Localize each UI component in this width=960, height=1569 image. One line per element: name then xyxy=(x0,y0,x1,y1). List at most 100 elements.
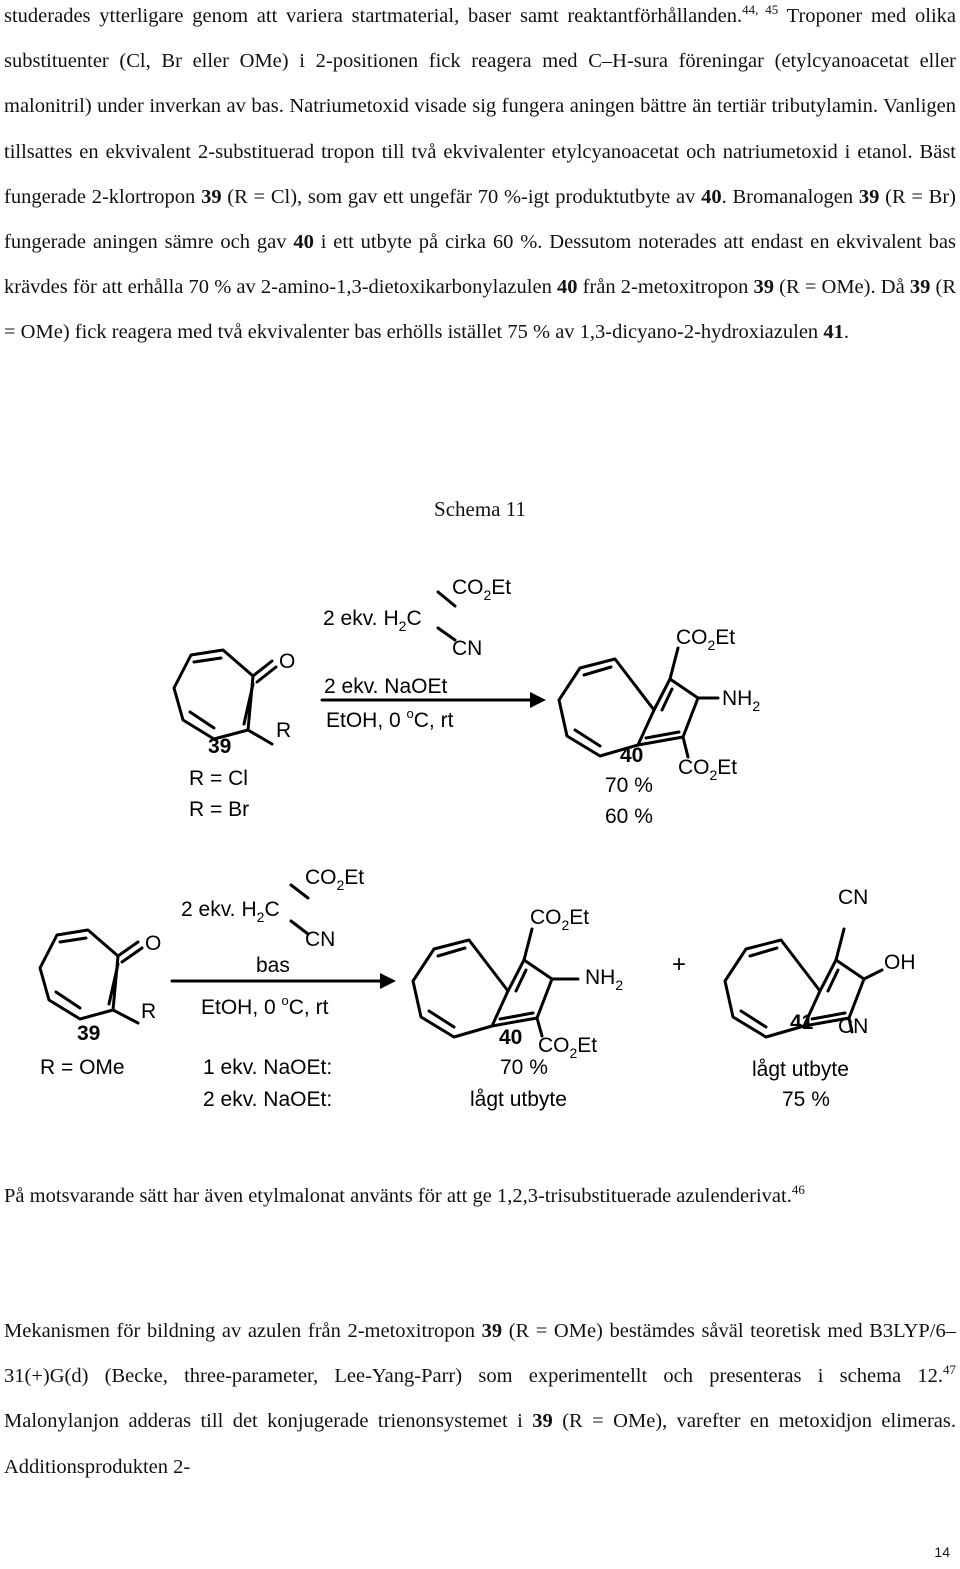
text-run: studerades ytterligare genom att variera… xyxy=(4,5,743,27)
text-run: H xyxy=(241,898,256,921)
paragraph-bottom: Mekanismen för bildning av azulen från 2… xyxy=(4,1309,956,1490)
page-number: 14 xyxy=(934,1544,950,1560)
text-run: i ett utbyte på cirka 60 %. Dessutom not… xyxy=(4,231,956,299)
scheme-reaction-1: O R 39 R = Cl R = Br CO2Et 2 ekv.H2C CN … xyxy=(172,576,760,828)
svg-text:CO2Et: CO2Et xyxy=(452,576,511,603)
text-run: Et xyxy=(569,906,589,929)
text-run: 2 ekv. xyxy=(181,898,235,921)
svg-text:EtOH, 0 oC, rt: EtOH, 0 oC, rt xyxy=(326,706,454,732)
cn-label: CN xyxy=(838,886,868,909)
compound-number: 39 xyxy=(481,1320,503,1342)
text-run: från 2-metoxitropon xyxy=(577,276,754,299)
r-equals-br: R = Br xyxy=(189,798,249,821)
text-run: Et xyxy=(717,756,737,779)
reaction-arrow-head xyxy=(530,692,546,708)
compound-number: 39 xyxy=(532,1410,553,1433)
svg-text:CO2Et: CO2Et xyxy=(676,626,735,653)
text-run: Troponer med olika substituenter (Cl, Br… xyxy=(4,5,956,208)
subscript: 2 xyxy=(752,698,760,714)
equivalents-label: 1 ekv. NaOEt: xyxy=(203,1056,332,1079)
yield-label: 70 % xyxy=(500,1056,548,1079)
oxygen-label: O xyxy=(279,650,295,673)
base-label: bas xyxy=(256,954,290,977)
subscript: 2 xyxy=(337,877,345,893)
text-run: EtOH, 0 xyxy=(326,709,407,732)
text-run: Et xyxy=(491,576,511,599)
text-run: 2 ekv. xyxy=(323,607,377,630)
text-run: Malonylanjon adderas till det konjugerad… xyxy=(4,1410,533,1433)
compound-number: 39 xyxy=(858,185,880,208)
text-run: (R = OMe), varefter en metoxidjon elimer… xyxy=(4,1410,956,1478)
r-equals-ome: R = OMe xyxy=(40,1056,125,1079)
compound-39-label: 39 xyxy=(77,1022,100,1045)
yield-label: 70 % xyxy=(605,774,653,797)
oh-label: OH xyxy=(884,951,916,974)
superscript: o xyxy=(407,706,414,721)
text-run: NH xyxy=(585,966,615,989)
azulene-seven-ring xyxy=(557,657,656,758)
tropone-ring xyxy=(172,648,255,741)
scheme-caption: Schema 11 xyxy=(434,497,526,521)
yield-label: 75 % xyxy=(782,1088,830,1111)
text-run: . xyxy=(843,321,849,344)
compound-40-label: 40 xyxy=(499,1026,522,1049)
reference-superscript: 44, 45 xyxy=(742,2,779,18)
compound-number: 41 xyxy=(823,321,844,344)
compound-number: 40 xyxy=(556,276,578,299)
azulene-seven-ring xyxy=(411,938,510,1039)
compound-40-label: 40 xyxy=(620,744,643,767)
superscript: o xyxy=(282,993,289,1008)
svg-text:NH2: NH2 xyxy=(585,966,623,993)
compound-number: 40 xyxy=(293,231,314,254)
svg-text:CO2Et: CO2Et xyxy=(678,756,737,783)
text-run: (R = Cl), som gav ett ungefär 70 %-igt p… xyxy=(221,185,702,208)
text-run: CO xyxy=(305,866,337,889)
subscript: 2 xyxy=(484,587,492,603)
text-run: C, rt xyxy=(289,996,329,1019)
text-run: C, rt xyxy=(414,709,454,732)
svg-text:CO2Et: CO2Et xyxy=(305,866,364,893)
reference-superscript: 47 xyxy=(943,1362,956,1378)
cn-label: CN xyxy=(452,637,482,660)
r-label: R xyxy=(276,719,291,742)
scheme-reaction-2: O R 39 R = OMe CO2Et 2 ekv.H2C CN bas Et… xyxy=(38,866,916,1111)
text-run: Mekanismen för bildning av azulen från 2… xyxy=(4,1320,482,1342)
text-run: H xyxy=(383,607,398,630)
svg-text:CO2Et: CO2Et xyxy=(538,1034,597,1061)
reaction-arrow-head xyxy=(380,973,396,989)
compound-41-label: 41 xyxy=(790,1011,814,1034)
reference-superscript: 46 xyxy=(791,1182,805,1198)
cn-label: CN xyxy=(838,1015,868,1038)
text-run: På motsvarande sätt har även etylmalonat… xyxy=(4,1185,792,1207)
text-run: (R = Br) fungerade aningen sämre och gav xyxy=(4,185,956,254)
subscript: 2 xyxy=(257,909,265,925)
svg-text:NH2: NH2 xyxy=(722,687,760,714)
text-run: Et xyxy=(344,866,364,889)
paragraph-middle: På motsvarande sätt har även etylmalonat… xyxy=(4,1174,956,1219)
subscript: 2 xyxy=(562,917,570,933)
yield-label: 60 % xyxy=(605,805,653,828)
text-run: (R = OMe) fick reagera med två ekvivalen… xyxy=(4,276,956,344)
text-run: CO xyxy=(538,1034,570,1057)
text-run: CO xyxy=(678,756,710,779)
plus-sign: + xyxy=(672,951,686,978)
compound-number: 40 xyxy=(701,185,722,208)
text-run: NH xyxy=(722,687,752,710)
svg-text:EtOH, 0 oC, rt: EtOH, 0 oC, rt xyxy=(201,993,329,1019)
text-run: CO xyxy=(452,576,484,599)
text-run: (R = OMe) bestämdes såväl teoretisk med … xyxy=(4,1320,956,1388)
text-run: . Bromanalogen xyxy=(721,185,859,208)
svg-text:2 ekv.H2C: 2 ekv. H2C xyxy=(181,898,280,925)
yield-label: lågt utbyte xyxy=(752,1058,849,1081)
text-run: C xyxy=(264,898,279,921)
base-reagent: 2 ekv. NaOEt xyxy=(324,675,447,698)
text-run: Et xyxy=(577,1034,597,1057)
oxygen-label: O xyxy=(145,932,161,955)
r-label: R xyxy=(141,1000,156,1023)
svg-text:2 ekv.H2C: 2 ekv.H2C xyxy=(323,607,422,634)
subscript: 2 xyxy=(570,1045,578,1061)
subscript: 2 xyxy=(708,637,716,653)
paragraph-top: studerades ytterligare genom att variera… xyxy=(4,0,956,356)
compound-39-label: 39 xyxy=(208,735,231,758)
text-run: CO xyxy=(676,626,708,649)
